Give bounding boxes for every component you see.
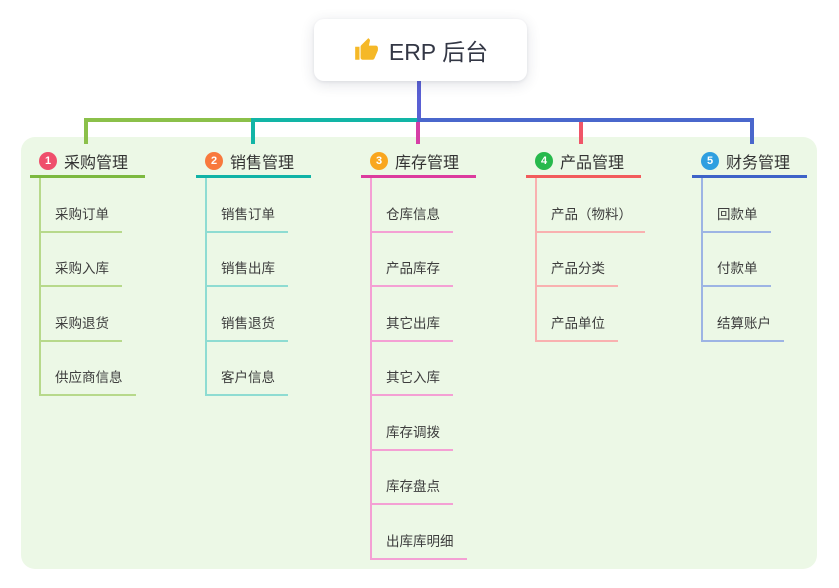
branch-node[interactable]: 1 采购管理 xyxy=(30,147,145,178)
child-node[interactable]: 采购入库 xyxy=(41,257,122,287)
child-node[interactable]: 供应商信息 xyxy=(41,366,136,396)
branch-panel xyxy=(21,137,817,569)
branch-5: 5 财务管理回款单付款单结算账户 xyxy=(692,147,807,342)
branch-node[interactable]: 4 产品管理 xyxy=(526,147,641,178)
branch-children: 回款单付款单结算账户 xyxy=(701,178,807,342)
drop-line-inventory xyxy=(416,122,420,144)
child-node-row: 采购退货 xyxy=(41,287,145,342)
child-node[interactable]: 回款单 xyxy=(703,203,771,233)
child-node[interactable]: 销售出库 xyxy=(207,257,288,287)
child-node-row: 产品库存 xyxy=(372,233,476,287)
child-node-row: 出库库明细 xyxy=(372,505,476,560)
drop-line-purchase xyxy=(84,122,88,144)
child-node[interactable]: 库存盘点 xyxy=(372,475,453,505)
child-node[interactable]: 销售订单 xyxy=(207,203,288,233)
thumbs-up-icon xyxy=(353,37,379,63)
child-node-row: 库存调拨 xyxy=(372,396,476,451)
child-node[interactable]: 采购订单 xyxy=(41,203,122,233)
branch-4: 4 产品管理产品（物料） 产品分类产品单位 xyxy=(526,147,645,342)
child-node[interactable]: 销售退货 xyxy=(207,312,288,342)
child-node-row: 销售出库 xyxy=(207,233,311,287)
child-node[interactable]: 其它入库 xyxy=(372,366,453,396)
branch-children: 采购订单采购入库采购退货供应商信息 xyxy=(39,178,145,396)
branch-title: 库存管理 xyxy=(395,155,460,172)
child-node-row: 库存盘点 xyxy=(372,451,476,505)
child-node-row: 销售退货 xyxy=(207,287,311,342)
branch-children: 销售订单销售出库销售退货客户信息 xyxy=(205,178,311,396)
root-connector-line xyxy=(417,81,421,120)
child-node[interactable]: 客户信息 xyxy=(207,366,288,396)
child-node-row: 仓库信息 xyxy=(372,178,476,233)
drop-line-finance xyxy=(750,120,754,144)
child-node-row: 供应商信息 xyxy=(41,342,145,396)
connector-bar-teal xyxy=(251,118,417,122)
child-node-row: 产品单位 xyxy=(537,287,645,342)
child-node-row: 回款单 xyxy=(703,178,807,233)
child-node-row: 客户信息 xyxy=(207,342,311,396)
branch-node[interactable]: 2 销售管理 xyxy=(196,147,311,178)
connector-bar-green xyxy=(84,118,251,122)
child-node-row: 结算账户 xyxy=(703,287,807,342)
child-node-row: 其它入库 xyxy=(372,342,476,396)
root-title: ERP 后台 xyxy=(388,39,489,65)
branch-number-badge: 5 xyxy=(701,152,719,170)
child-node[interactable]: 产品分类 xyxy=(537,257,618,287)
drop-line-sales xyxy=(251,122,255,144)
child-node[interactable]: 采购退货 xyxy=(41,312,122,342)
branch-number-badge: 2 xyxy=(205,152,223,170)
branch-2: 2 销售管理销售订单销售出库销售退货客户信息 xyxy=(196,147,311,396)
child-node-row: 采购入库 xyxy=(41,233,145,287)
child-node-row: 付款单 xyxy=(703,233,807,287)
child-node-row: 其它出库 xyxy=(372,287,476,342)
branch-3: 3 库存管理仓库信息产品库存其它出库其它入库库存调拨库存盘点出库库明细 xyxy=(361,147,476,560)
branch-number-badge: 4 xyxy=(535,152,553,170)
branch-children: 仓库信息产品库存其它出库其它入库库存调拨库存盘点出库库明细 xyxy=(370,178,476,560)
branch-title: 产品管理 xyxy=(560,155,625,172)
child-node[interactable]: 产品库存 xyxy=(372,257,453,287)
branch-node[interactable]: 3 库存管理 xyxy=(361,147,476,178)
connector-bar-blue xyxy=(417,118,754,122)
child-node-row: 采购订单 xyxy=(41,178,145,233)
child-node[interactable]: 产品单位 xyxy=(537,312,618,342)
branch-children: 产品（物料） 产品分类产品单位 xyxy=(535,178,645,342)
child-node[interactable]: 仓库信息 xyxy=(372,203,453,233)
branch-1: 1 采购管理采购订单采购入库采购退货供应商信息 xyxy=(30,147,145,396)
child-node[interactable]: 库存调拨 xyxy=(372,421,453,451)
child-node-row: 销售订单 xyxy=(207,178,311,233)
branch-number-badge: 3 xyxy=(370,152,388,170)
child-node[interactable]: 产品（物料） xyxy=(537,203,645,233)
branch-node[interactable]: 5 财务管理 xyxy=(692,147,807,178)
child-node[interactable]: 其它出库 xyxy=(372,312,453,342)
child-node-row: 产品（物料） xyxy=(537,178,645,233)
branch-number-badge: 1 xyxy=(39,152,57,170)
drop-line-product xyxy=(579,122,583,144)
branch-title: 销售管理 xyxy=(230,155,295,172)
branch-title: 采购管理 xyxy=(64,155,129,172)
child-node[interactable]: 付款单 xyxy=(703,257,771,287)
child-node-row: 产品分类 xyxy=(537,233,645,287)
branch-title: 财务管理 xyxy=(726,155,791,172)
child-node[interactable]: 结算账户 xyxy=(703,312,784,342)
root-node[interactable]: ERP 后台 xyxy=(314,19,527,81)
child-node[interactable]: 出库库明细 xyxy=(372,530,467,560)
